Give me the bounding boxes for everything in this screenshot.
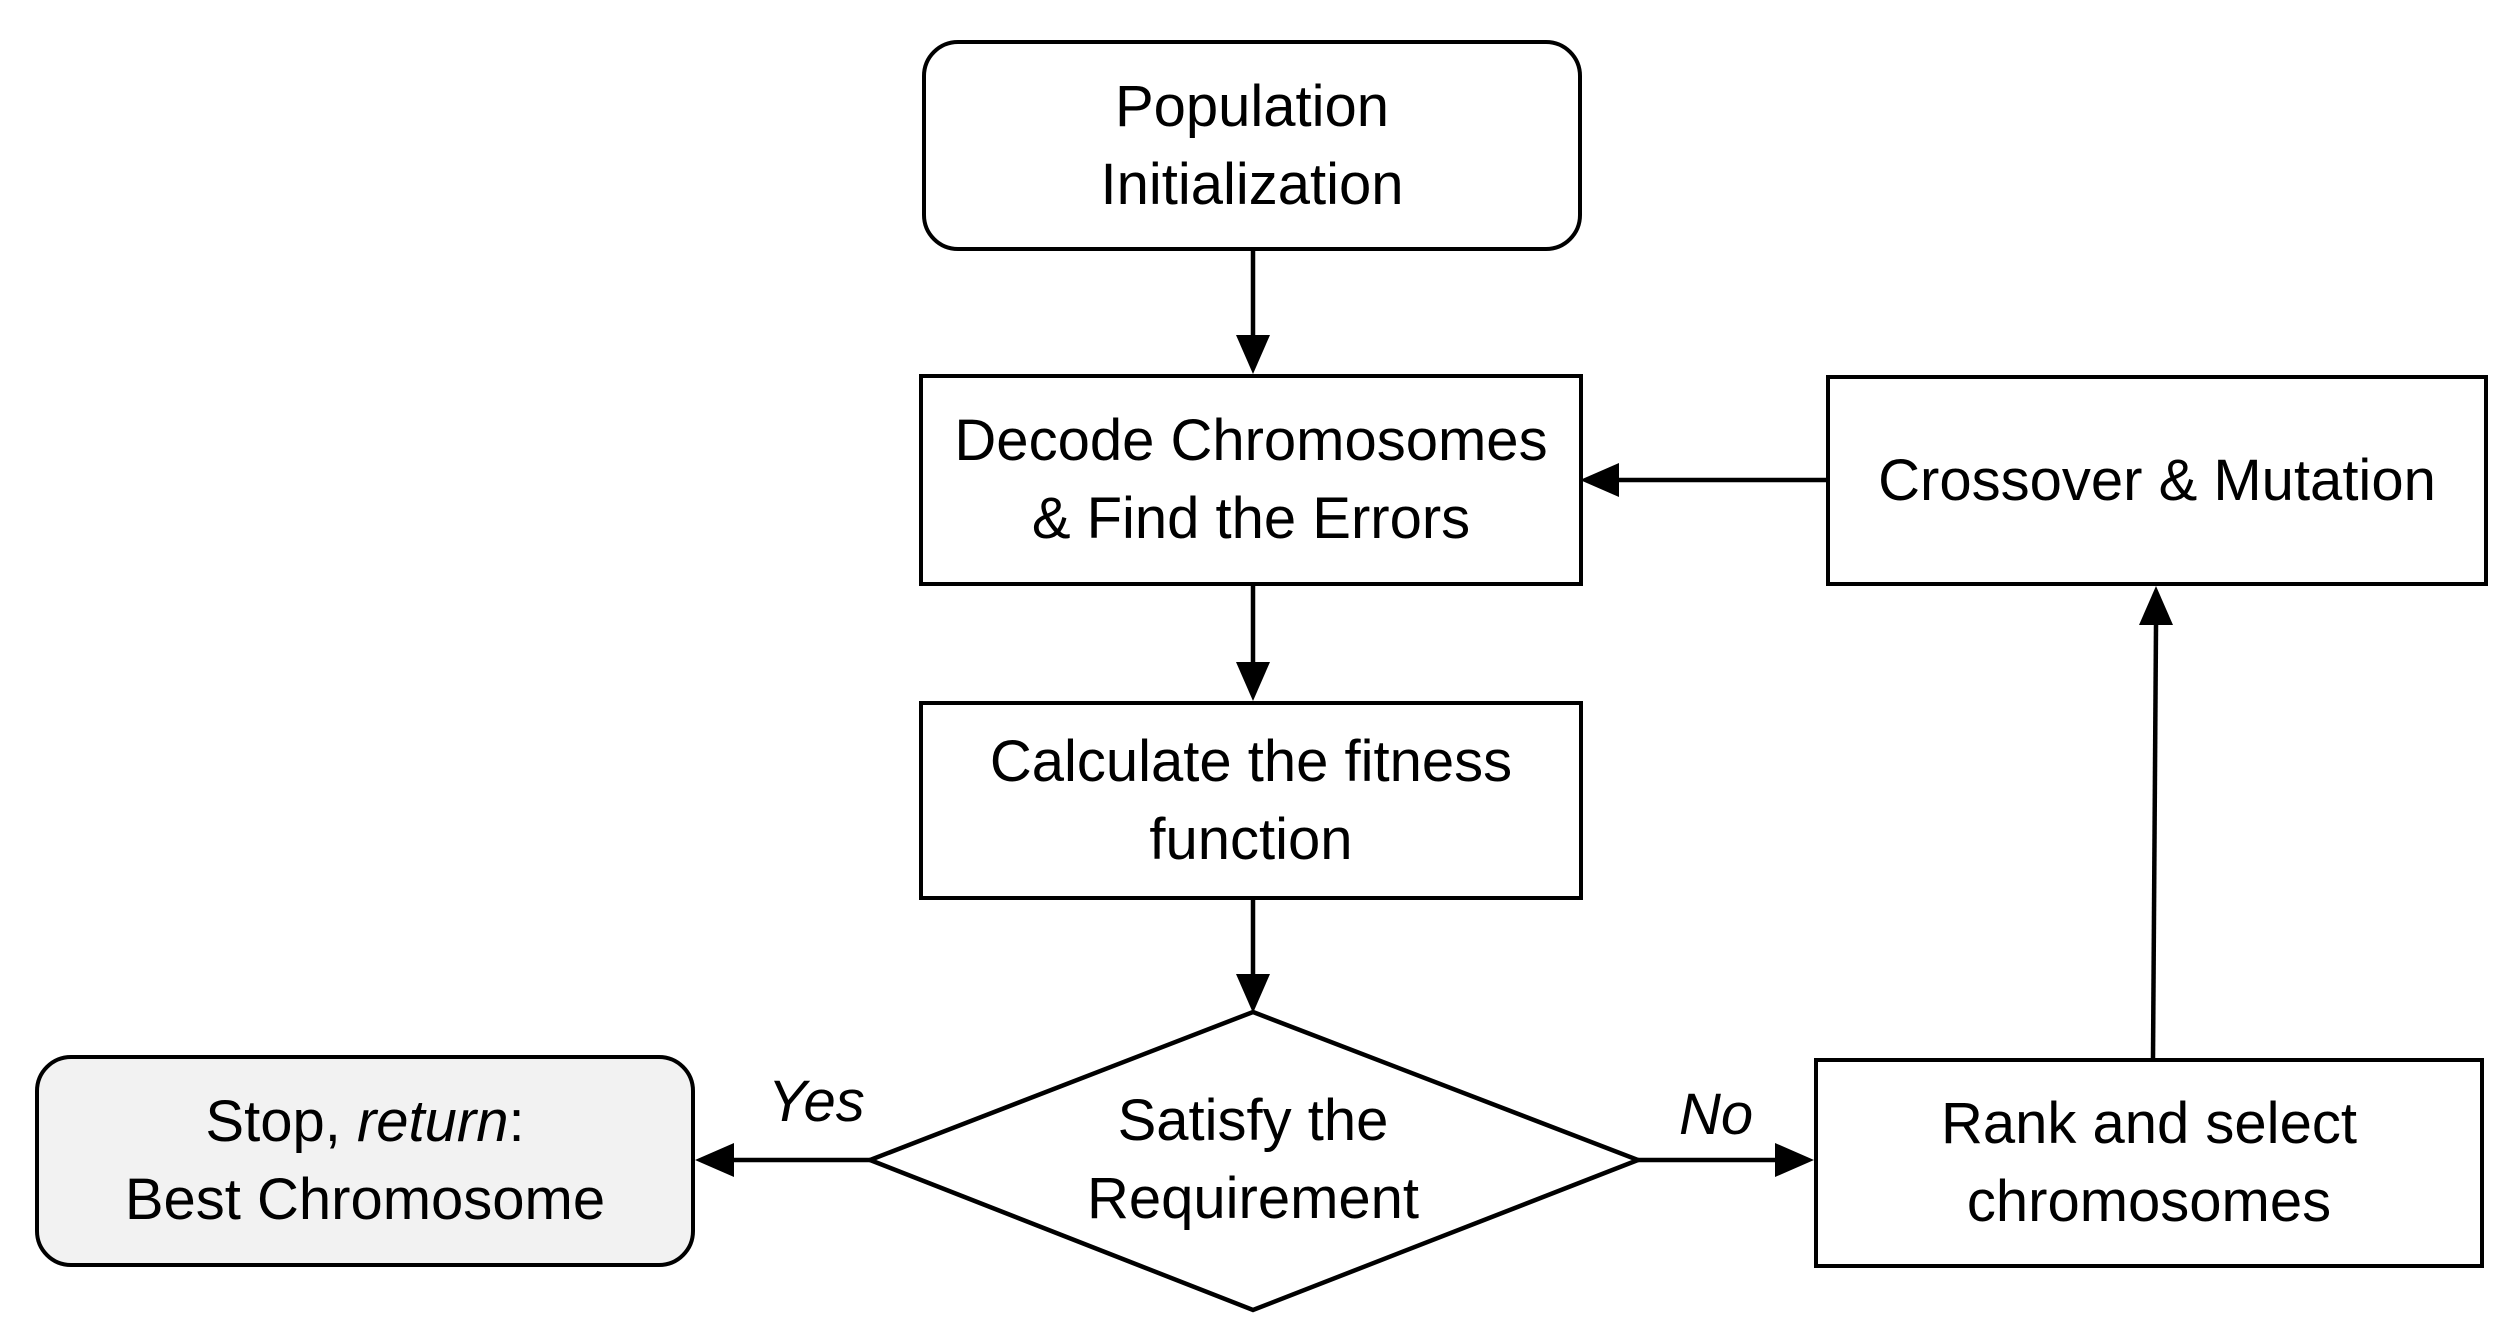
arrow-fitness-to-decision [1236, 900, 1270, 1013]
population-init-line2: Initialization [1100, 151, 1404, 217]
population-init-line1: Population [1114, 73, 1390, 139]
calculate-fitness-node: Calculate the fitness function [919, 701, 1583, 900]
arrow-init-to-decode [1236, 251, 1270, 374]
stop-line2: Best Chromosome [124, 1167, 606, 1232]
no-edge-label: No [1679, 1082, 1754, 1147]
crossover-mutation-node: Crossover & Mutation [1826, 375, 2488, 586]
fitness-line2: function [1149, 806, 1353, 872]
decision-diamond-shape [863, 1009, 1645, 1313]
rank-line1: Rank and select [1941, 1091, 2357, 1156]
population-initialization-node: Population Initialization [922, 40, 1582, 251]
rank-line2: chromosomes [1966, 1169, 2332, 1234]
arrow-decision-to-stop [695, 1143, 870, 1177]
stop-suffix: : [508, 1089, 525, 1154]
stop-return-node: Stop, return: Best Chromosome [35, 1055, 695, 1267]
arrow-crossover-to-decode [1580, 463, 1826, 497]
decision-line1: Satisfy the [1117, 1088, 1389, 1153]
fitness-line1: Calculate the fitness [989, 728, 1513, 794]
stop-return-keyword: return [356, 1089, 509, 1154]
arrow-decision-to-rank [1638, 1143, 1814, 1177]
decision-line2: Requirement [1086, 1166, 1420, 1231]
yes-edge-label: Yes [768, 1069, 865, 1134]
decode-chromosomes-node: Decode Chromosomes & Find the Errors [919, 374, 1583, 586]
stop-line1: Stop, return: [205, 1083, 524, 1161]
stop-prefix: Stop, [205, 1089, 357, 1154]
rank-select-node: Rank and select chromosomes [1814, 1058, 2484, 1268]
crossover-line1: Crossover & Mutation [1878, 447, 2436, 513]
arrow-rank-to-crossover [2139, 586, 2173, 1059]
decision-label: Satisfy the Requirement [950, 1080, 1556, 1240]
arrow-decode-to-fitness [1236, 586, 1270, 701]
decode-line2: & Find the Errors [1031, 486, 1471, 551]
decode-line1: Decode Chromosomes [954, 408, 1548, 473]
